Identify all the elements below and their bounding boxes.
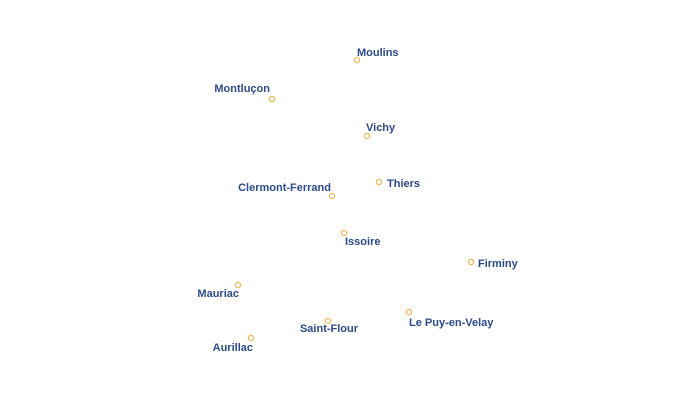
city-label-vichy: Vichy bbox=[366, 122, 396, 134]
city-marker-thiers bbox=[375, 178, 383, 186]
city-label-mauriac: Mauriac bbox=[197, 288, 239, 300]
city-marker-firminy bbox=[467, 258, 475, 266]
city-marker-issoire bbox=[340, 229, 348, 237]
city-label-issoire: Issoire bbox=[345, 236, 380, 248]
city-marker-clermont-ferrand bbox=[328, 192, 336, 200]
city-label-thiers: Thiers bbox=[387, 178, 420, 190]
city-label-moulins: Moulins bbox=[357, 47, 399, 59]
city-marker-saint-flour bbox=[324, 317, 332, 325]
city-label-saint-flour: Saint-Flour bbox=[300, 323, 359, 335]
city-marker-vichy bbox=[363, 132, 371, 140]
city-marker-mauriac bbox=[234, 281, 242, 289]
city-label-le-puy-en-velay: Le Puy-en-Velay bbox=[409, 317, 494, 329]
city-label-montlucon: Montluçon bbox=[214, 83, 270, 95]
city-marker-aurillac bbox=[247, 334, 255, 342]
city-marker-montlucon bbox=[268, 95, 276, 103]
city-label-aurillac: Aurillac bbox=[213, 342, 253, 354]
city-marker-le-puy-en-velay bbox=[405, 308, 413, 316]
city-label-firminy: Firminy bbox=[478, 258, 519, 270]
city-marker-moulins bbox=[353, 56, 361, 64]
city-label-clermont-ferrand: Clermont-Ferrand bbox=[238, 182, 331, 194]
city-markers bbox=[234, 56, 475, 342]
